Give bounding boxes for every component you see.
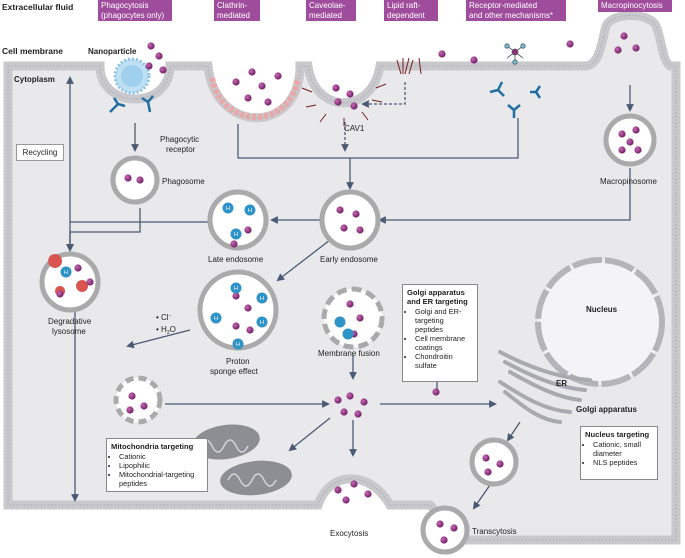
water-label: • H2O — [156, 325, 176, 336]
exocytosis-label: Exocytosis — [330, 529, 368, 538]
proton-ions — [60, 202, 354, 350]
pathway-macropinocytosis: Macropinocytosis — [598, 0, 672, 12]
lysosome-label-2: lysosome — [52, 327, 86, 336]
phagocytic-receptor-icons — [109, 81, 542, 118]
hplus-label: H — [226, 206, 230, 212]
membrane-fusion-label: Membrane fusion — [318, 349, 380, 358]
proton-sponge-label-2: sponge effect — [210, 367, 259, 376]
er-golgi — [498, 350, 592, 424]
hplus-label: H — [236, 342, 240, 348]
mitochondria — [192, 424, 292, 496]
nucleus-label: Nucleus — [586, 305, 618, 314]
cav1-label: CAV1 — [344, 124, 365, 133]
extracellular-label: Extracellular fluid — [2, 2, 73, 12]
receptor-ligand-icon — [504, 43, 526, 65]
hplus-label: H — [64, 270, 68, 276]
hplus-label: H — [260, 320, 264, 326]
lysosome — [39, 251, 101, 313]
transport-vesicle — [469, 437, 519, 487]
late-endosome-label: Late endosome — [208, 255, 264, 264]
er-label: ER — [556, 379, 567, 388]
pathway-clathrin: Clathrin-mediated — [214, 0, 260, 21]
hplus-label: H — [248, 208, 252, 214]
transcytosis-label: Transcytosis — [472, 527, 517, 536]
phagocytic-receptor-label-2: receptor — [166, 145, 196, 154]
early-endosome-label: Early endosome — [320, 255, 378, 264]
pathway-lipid-raft: Lipid raft-dependent — [384, 0, 438, 21]
late-endosome — [207, 189, 269, 251]
hplus-label: H — [234, 232, 238, 238]
cytoplasm-label: Cytoplasm — [14, 75, 55, 84]
hplus-label: H — [260, 296, 264, 302]
chloride-label: • Cl− — [156, 313, 172, 322]
early-endosome — [319, 189, 381, 251]
ruptured-vesicle — [113, 375, 163, 425]
golgi-label: Golgi apparatus — [576, 405, 637, 414]
mitochondria-targeting-box: Mitochondria targeting Cationic Lipophil… — [106, 438, 208, 492]
hplus-label: H — [214, 316, 218, 322]
nucleus-targeting-box: Nucleus targeting Cationic, small diamet… — [580, 426, 658, 480]
phagosome — [110, 155, 160, 205]
nucleus — [535, 257, 665, 387]
pathway-phagocytosis: Phagocytosis(phagocytes only) — [98, 0, 172, 21]
golgi-er-targeting-box: Golgi apparatus and ER targeting Golgi a… — [402, 284, 478, 382]
nanoparticle-icon — [113, 57, 151, 95]
pathway-caveolae: Caveolae-mediated — [306, 0, 356, 21]
transcytosis-vesicle — [420, 505, 470, 555]
nanoparticle-label: Nanoparticle — [88, 47, 137, 56]
cell-membrane-label: Cell membrane — [2, 46, 63, 56]
proton-sponge-label-1: Proton — [226, 357, 250, 366]
phagosome-label: Phagosome — [162, 177, 205, 186]
fusion-vesicle — [321, 286, 385, 350]
hplus-label: H — [234, 286, 238, 292]
phagocytic-receptor-label-1: Phagocytic — [160, 135, 199, 144]
recycling-box: Recycling — [16, 144, 64, 161]
lysosome-label-1: Degradative — [48, 317, 92, 326]
macropinosome-label: Macropinosome — [600, 177, 657, 186]
